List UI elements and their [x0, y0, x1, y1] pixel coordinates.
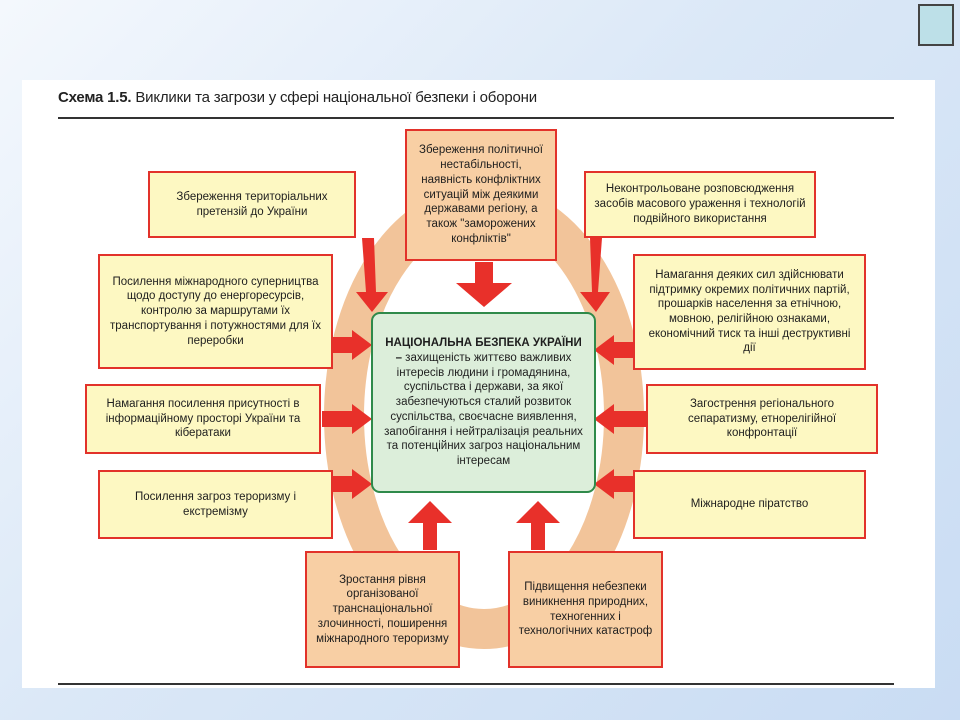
- arrow-top-right: [580, 238, 610, 312]
- center-text: НАЦІОНАЛЬНА БЕЗПЕКА УКРАЇНИ – захищеніст…: [383, 336, 584, 468]
- threat-box-left-top: Збереження територіальних претензій до У…: [148, 171, 356, 238]
- threat-right-top-text: Неконтрольоване розповсюдження засобів м…: [594, 183, 806, 225]
- threat-box-right-1: Намагання деяких сил здійснювати підтрим…: [633, 254, 866, 370]
- arrow-left-1: [333, 330, 372, 360]
- threat-box-bottom-left: Зростання рівня організованої транснаціо…: [305, 551, 460, 668]
- threat-box-left-1: Посилення міжнародного суперництва щодо …: [98, 254, 333, 369]
- threat-box-right-2: Загострення регіонального сепаратизму, е…: [646, 384, 878, 454]
- scheme-number: Схема 1.5.: [58, 89, 132, 106]
- arrow-top-left: [356, 238, 388, 312]
- threat-left-3-text: Посилення загроз тероризму і екстремізму: [134, 490, 296, 518]
- threat-left-1-text: Посилення міжнародного суперництва щодо …: [110, 275, 321, 347]
- threat-right-3-text: Міжнародне піратство: [690, 498, 809, 511]
- arrow-right-2: [594, 404, 646, 434]
- arrow-left-3: [333, 469, 372, 499]
- corner-square: [918, 4, 954, 46]
- threat-box-left-3: Посилення загроз тероризму і екстремізму: [98, 470, 333, 539]
- threat-left-2-text: Намагання посилення присутності в інформ…: [105, 397, 301, 440]
- arrow-right-3: [594, 469, 633, 499]
- threat-bottom-left-text: Зростання рівня організованої транснаціо…: [316, 573, 449, 645]
- threat-bottom-right-text: Підвищення небезпеки виникнення природни…: [518, 581, 653, 638]
- threat-box-top: Збереження політичної нестабільності, на…: [405, 129, 557, 261]
- arrow-left-2: [322, 404, 372, 434]
- center-box-national-security: НАЦІОНАЛЬНА БЕЗПЕКА УКРАЇНИ – захищеніст…: [371, 312, 596, 493]
- arrow-bottom-left: [408, 501, 452, 550]
- center-definition: захищеність життєво важливих інтересів л…: [384, 351, 583, 468]
- arrow-top: [456, 262, 512, 307]
- scheme-title-text: Виклики та загрози у сфері національної …: [135, 89, 537, 106]
- arrow-bottom-right: [516, 501, 560, 550]
- threat-right-2-text: Загострення регіонального сепаратизму, е…: [687, 397, 837, 440]
- top-rule: [58, 117, 894, 119]
- threat-right-1-text: Намагання деяких сил здійснювати підтрим…: [648, 268, 851, 355]
- threat-box-right-top: Неконтрольоване розповсюдження засобів м…: [584, 171, 816, 238]
- scheme-title: Схема 1.5. Виклики та загрози у сфері на…: [58, 89, 537, 106]
- threat-left-top-text: Збереження територіальних претензій до У…: [176, 190, 328, 218]
- threat-top-text: Збереження політичної нестабільності, на…: [419, 144, 543, 245]
- threat-box-left-2: Намагання посилення присутності в інформ…: [85, 384, 321, 454]
- threat-box-right-3: Міжнародне піратство: [633, 470, 866, 539]
- arrow-right-1: [594, 335, 633, 365]
- center-title: НАЦІОНАЛЬНА БЕЗПЕКА УКРАЇНИ: [385, 337, 582, 350]
- bottom-rule: [58, 683, 894, 685]
- center-dash: –: [395, 351, 402, 364]
- threat-box-bottom-right: Підвищення небезпеки виникнення природни…: [508, 551, 663, 668]
